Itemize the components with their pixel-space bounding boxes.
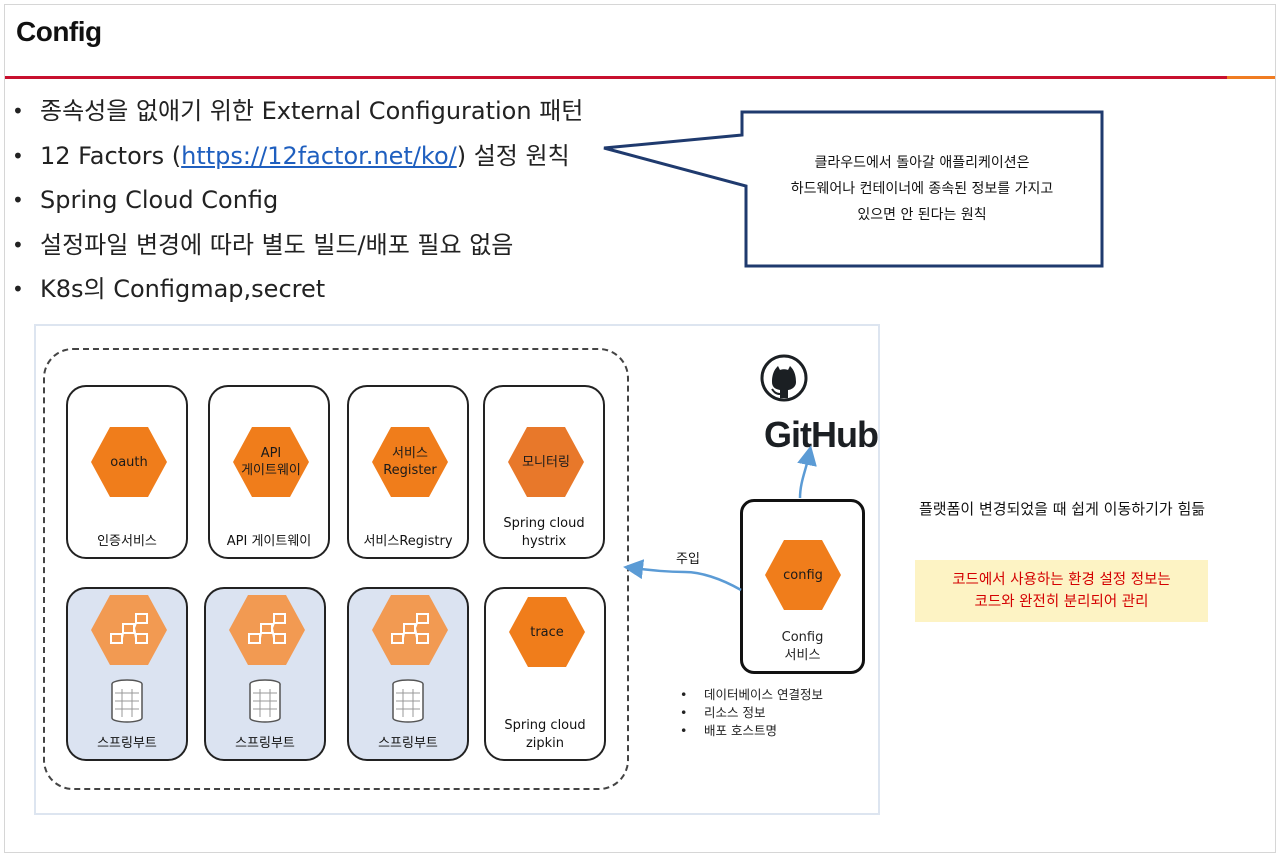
service-card-registry: 서비스 Register 서비스Registry	[347, 385, 469, 559]
service-hex: oauth	[91, 427, 167, 497]
list-item: • 데이터베이스 연결정보	[680, 686, 823, 704]
database-icon	[111, 679, 143, 723]
github-wordmark: GitHub	[764, 414, 879, 455]
platform-note: 플랫폼이 변경되었을 때 쉽게 이동하기가 힘듦	[919, 500, 1206, 518]
bullet-dot: •	[12, 277, 24, 302]
bullet-text: Spring Cloud Config	[40, 186, 279, 215]
hex-label: API 게이트웨이	[241, 445, 301, 479]
callout-line: 하드웨어나 컨테이너에 종속된 정보를 가지고	[790, 181, 1054, 197]
service-label: API 게이트웨이	[226, 534, 312, 549]
database-icon	[392, 679, 424, 723]
bullet-dot: •	[680, 723, 688, 738]
highlight-line: 코드와 완전히 분리되어 관리	[974, 594, 1149, 610]
hex-label-line: Register	[383, 463, 437, 478]
config-hex: config	[765, 540, 841, 610]
list-item: • 배포 호스트명	[680, 722, 823, 740]
bullet-item: • 12 Factors (https://12factor.net/ko/) 설…	[12, 134, 583, 179]
hex-label: config	[783, 567, 823, 583]
service-label: 인증서비스	[97, 534, 157, 549]
hex-label-line: 서비스	[392, 446, 428, 461]
callout-text: 클라우드에서 돌아갈 애플리케이션은 하드웨어나 컨테이너에 종속된 정보를 가…	[744, 150, 1100, 228]
bullet-dot: •	[12, 232, 24, 257]
list-item-text: 배포 호스트명	[704, 723, 777, 738]
service-hex: 서비스 Register	[372, 427, 448, 497]
bullet-list: • 종속성을 없애기 위한 External Configuration 패턴 •…	[12, 89, 583, 312]
bullet-text: 종속성을 없애기 위한 External Configuration 패턴	[40, 97, 584, 126]
hex-label: 모니터링	[522, 454, 570, 470]
service-label-line: zipkin	[525, 736, 565, 751]
service-hex: 모니터링	[508, 427, 584, 497]
bullet-text: K8s의 Configmap,secret	[40, 275, 326, 304]
list-item: • 리소스 정보	[680, 704, 823, 722]
network-diagram-icon	[229, 595, 305, 665]
bullet-item: • Spring Cloud Config	[12, 178, 583, 223]
service-card-hystrix: 모니터링 Spring cloud hystrix	[483, 385, 605, 559]
config-label-line: 서비스	[784, 648, 821, 663]
hex-label-line: 게이트웨이	[241, 463, 301, 478]
network-diagram-icon	[91, 595, 167, 665]
diagram-frame	[34, 324, 880, 815]
database-icon	[249, 679, 281, 723]
hex-label-line: API	[260, 446, 282, 461]
callout-line: 클라우드에서 돌아갈 애플리케이션은	[814, 155, 1030, 171]
highlight-line: 코드에서 사용하는 환경 설정 정보는	[952, 572, 1171, 588]
bullet-item: • 종속성을 없애기 위한 External Configuration 패턴	[12, 89, 583, 134]
hex-label: 서비스 Register	[383, 445, 437, 479]
service-hex: trace	[509, 597, 585, 667]
network-diagram-icon	[372, 595, 448, 665]
highlight-box: 코드에서 사용하는 환경 설정 정보는 코드와 완전히 분리되어 관리	[915, 560, 1208, 622]
service-hex: API 게이트웨이	[233, 427, 309, 497]
service-label: Spring cloud zipkin	[486, 717, 604, 753]
config-service-card: config Config 서비스	[740, 499, 865, 674]
bullet-dot: •	[12, 99, 24, 124]
service-card-zipkin: trace Spring cloud zipkin	[484, 587, 606, 761]
bullet-text: 설정파일 변경에 따라 별도 빌드/배포 필요 없음	[40, 230, 514, 259]
slide-frame	[4, 4, 1276, 853]
inject-label: 주입	[676, 552, 700, 567]
service-label: 스프링부트	[235, 736, 295, 751]
config-service-label: Config 서비스	[743, 629, 862, 665]
bullet-dot: •	[12, 143, 24, 168]
bullet-item: • K8s의 Configmap,secret	[12, 267, 583, 312]
bullet-item: • 설정파일 변경에 따라 별도 빌드/배포 필요 없음	[12, 223, 583, 268]
github-octocat-icon	[760, 354, 808, 402]
service-card-springboot: 스프링부트	[204, 587, 326, 761]
bullet-text-suffix: ) 설정 원칙	[456, 141, 570, 170]
slide-title: Config	[16, 16, 102, 47]
12factor-link[interactable]: https://12factor.net/ko/	[181, 141, 457, 170]
title-rule	[5, 76, 1227, 79]
bullet-dot: •	[680, 705, 688, 720]
service-label: Spring cloud hystrix	[485, 515, 603, 551]
service-card-auth: oauth 인증서비스	[66, 385, 188, 559]
config-info-list: • 데이터베이스 연결정보 • 리소스 정보 • 배포 호스트명	[680, 686, 823, 740]
bullet-dot: •	[680, 687, 688, 702]
callout-line: 있으면 안 된다는 원칙	[857, 207, 987, 223]
list-item-text: 리소스 정보	[704, 705, 766, 720]
service-label-line: Spring cloud	[503, 516, 585, 531]
bullet-text-prefix: 12 Factors (	[40, 141, 182, 170]
hex-label: trace	[530, 624, 564, 640]
service-label: 스프링부트	[378, 736, 438, 751]
service-label-line: hystrix	[521, 534, 567, 549]
title-rule-accent	[1227, 76, 1275, 79]
service-card-springboot: 스프링부트	[66, 587, 188, 761]
service-card-springboot: 스프링부트	[347, 587, 469, 761]
list-item-text: 데이터베이스 연결정보	[704, 687, 823, 702]
service-label-line: Spring cloud	[504, 718, 586, 733]
service-card-gateway: API 게이트웨이 API 게이트웨이	[208, 385, 330, 559]
config-label-line: Config	[781, 630, 824, 645]
hex-label: oauth	[110, 454, 148, 470]
service-label: 스프링부트	[97, 736, 157, 751]
bullet-dot: •	[12, 188, 24, 213]
service-label: 서비스Registry	[363, 534, 453, 549]
